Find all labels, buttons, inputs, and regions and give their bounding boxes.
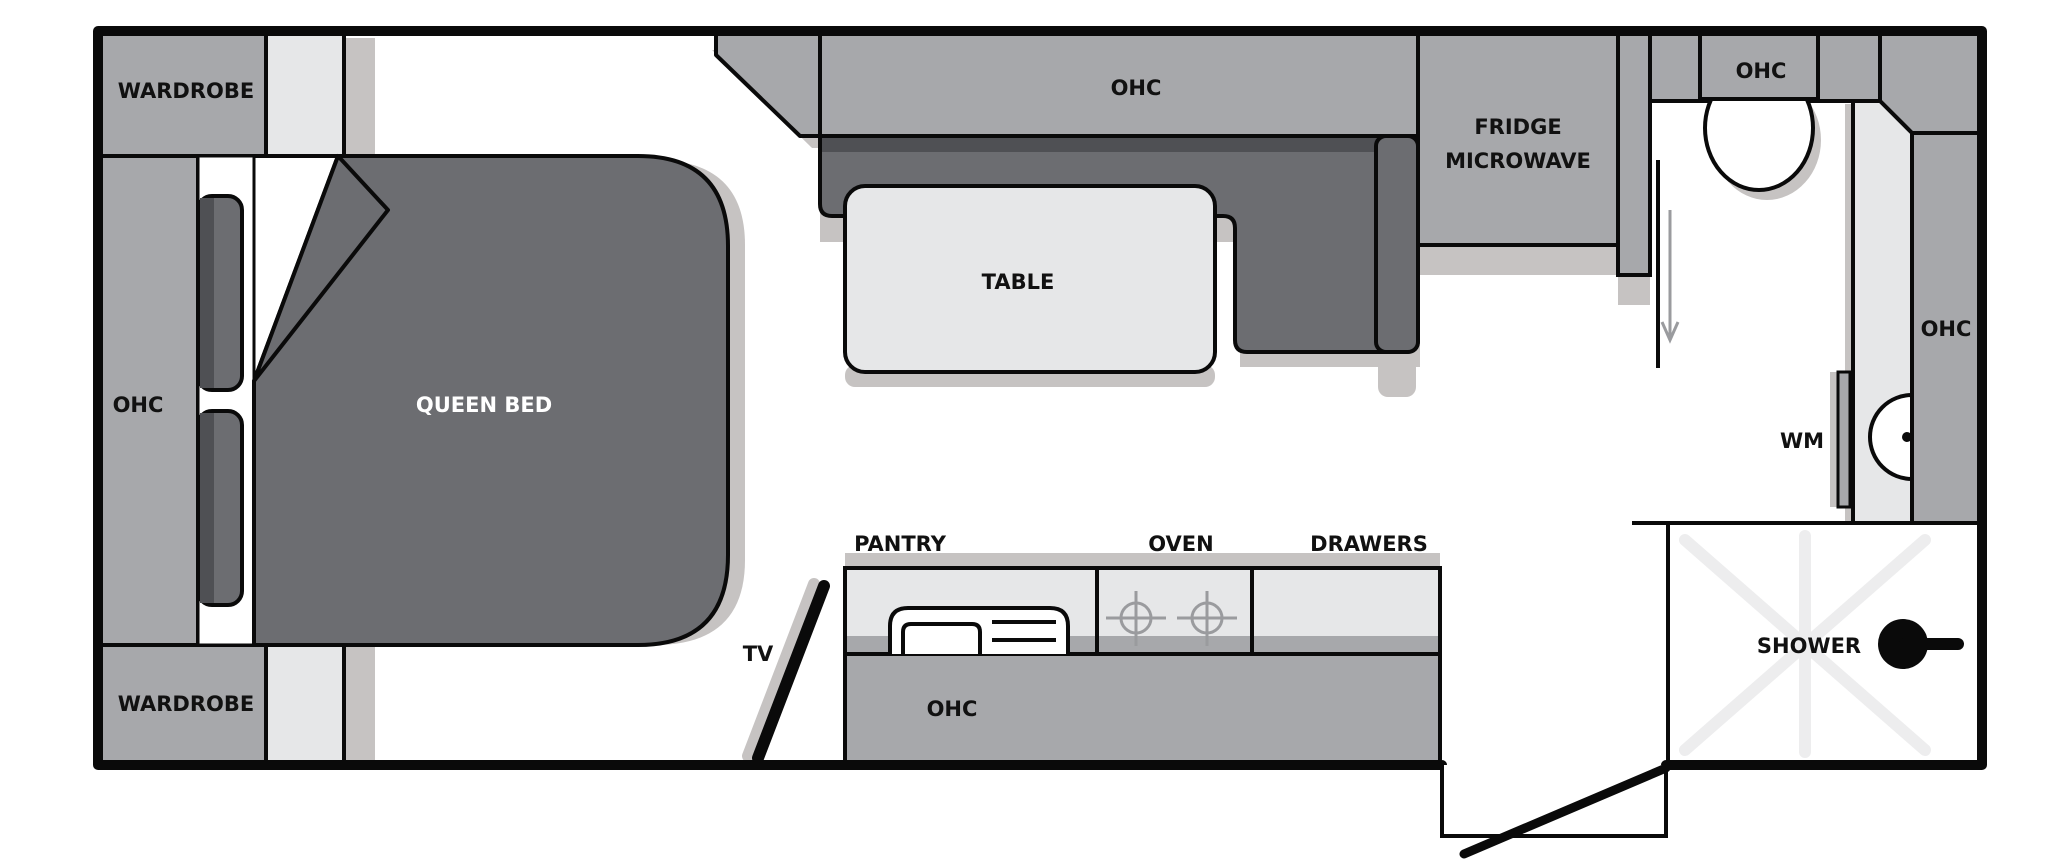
label-ohc-top-right: OHC — [1736, 59, 1787, 83]
label-ohc-left: OHC — [113, 393, 164, 417]
label-wm: WM — [1780, 429, 1824, 453]
queen-bed — [252, 154, 730, 647]
label-wardrobe-bottom: WARDROBE — [118, 692, 254, 716]
cooktop-burner-icon — [1177, 591, 1237, 646]
sink-bowl — [901, 622, 982, 654]
ohc-left — [96, 154, 200, 647]
fridge-microwave — [1416, 29, 1620, 247]
wardrobe-bottom-side — [264, 643, 346, 767]
fridge-side-panel — [1616, 29, 1652, 277]
basin-tap — [1902, 432, 1912, 442]
entry-door — [1459, 763, 1671, 859]
wardrobe-bottom — [96, 643, 268, 767]
basin — [1868, 392, 1914, 482]
label-microwave: MICROWAVE — [1445, 149, 1591, 173]
label-drawers: DRAWERS — [1310, 532, 1428, 556]
label-ohc-top-center: OHC — [1111, 76, 1162, 100]
tv — [752, 580, 830, 764]
shower-drain-cross — [1679, 530, 1931, 758]
label-wardrobe-top: WARDROBE — [118, 79, 254, 103]
label-ohc-right: OHC — [1921, 317, 1972, 341]
label-pantry: PANTRY — [854, 532, 947, 556]
label-queen-bed: QUEEN BED — [416, 393, 552, 417]
washing-machine — [1836, 370, 1852, 509]
cooktop-burner-icon — [1106, 591, 1166, 646]
ohc-right — [1910, 131, 1984, 525]
ohc-bottom — [843, 652, 1442, 767]
label-oven: OVEN — [1148, 532, 1213, 556]
table — [843, 184, 1217, 374]
label-table: TABLE — [982, 270, 1055, 294]
label-fridge: FRIDGE — [1474, 115, 1561, 139]
label-shower: SHOWER — [1757, 634, 1861, 658]
label-ohc-bottom: OHC — [927, 697, 978, 721]
label-tv: TV — [743, 642, 774, 666]
wardrobe-top-side — [264, 29, 346, 158]
dinette-backrest — [1374, 134, 1420, 354]
entry-step — [1440, 765, 1668, 838]
outer-wall — [93, 26, 1987, 770]
bed-corner-fold — [252, 154, 390, 383]
